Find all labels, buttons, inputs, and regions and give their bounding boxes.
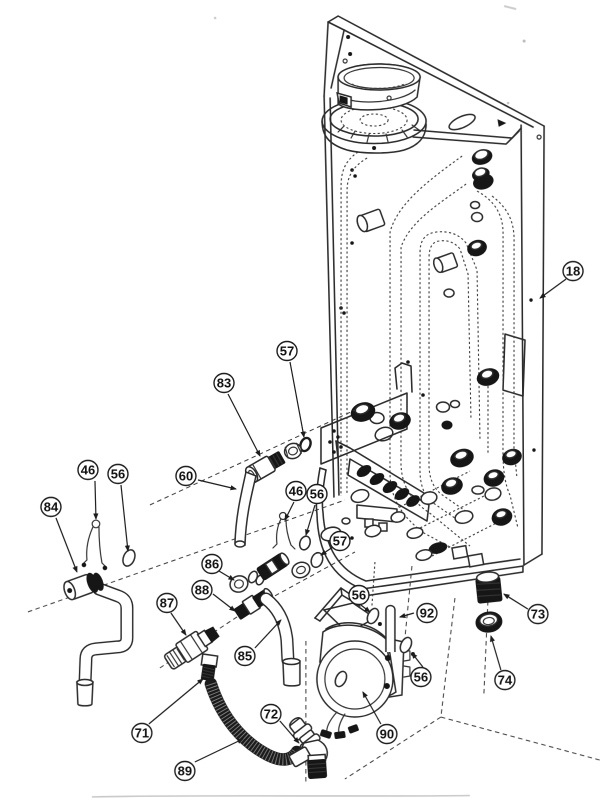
svg-text:84: 84 — [44, 499, 59, 514]
svg-text:89: 89 — [178, 763, 192, 778]
svg-text:83: 83 — [217, 375, 231, 390]
svg-text:46: 46 — [81, 462, 95, 477]
svg-text:56: 56 — [111, 466, 125, 481]
svg-text:74: 74 — [498, 673, 513, 688]
svg-text:57: 57 — [280, 343, 294, 358]
svg-text:85: 85 — [238, 648, 252, 663]
svg-text:71: 71 — [135, 725, 149, 740]
svg-text:18: 18 — [566, 264, 580, 279]
svg-text:56: 56 — [352, 588, 366, 603]
svg-text:90: 90 — [380, 727, 394, 742]
svg-text:57: 57 — [333, 534, 347, 549]
svg-text:73: 73 — [531, 607, 545, 622]
svg-text:92: 92 — [420, 606, 434, 621]
svg-text:46: 46 — [289, 483, 303, 498]
svg-text:87: 87 — [160, 595, 174, 610]
svg-text:72: 72 — [264, 706, 278, 721]
svg-text:56: 56 — [310, 487, 324, 502]
svg-text:86: 86 — [205, 556, 219, 571]
svg-text:88: 88 — [195, 582, 209, 597]
svg-text:60: 60 — [179, 468, 193, 483]
svg-text:56: 56 — [414, 670, 428, 685]
